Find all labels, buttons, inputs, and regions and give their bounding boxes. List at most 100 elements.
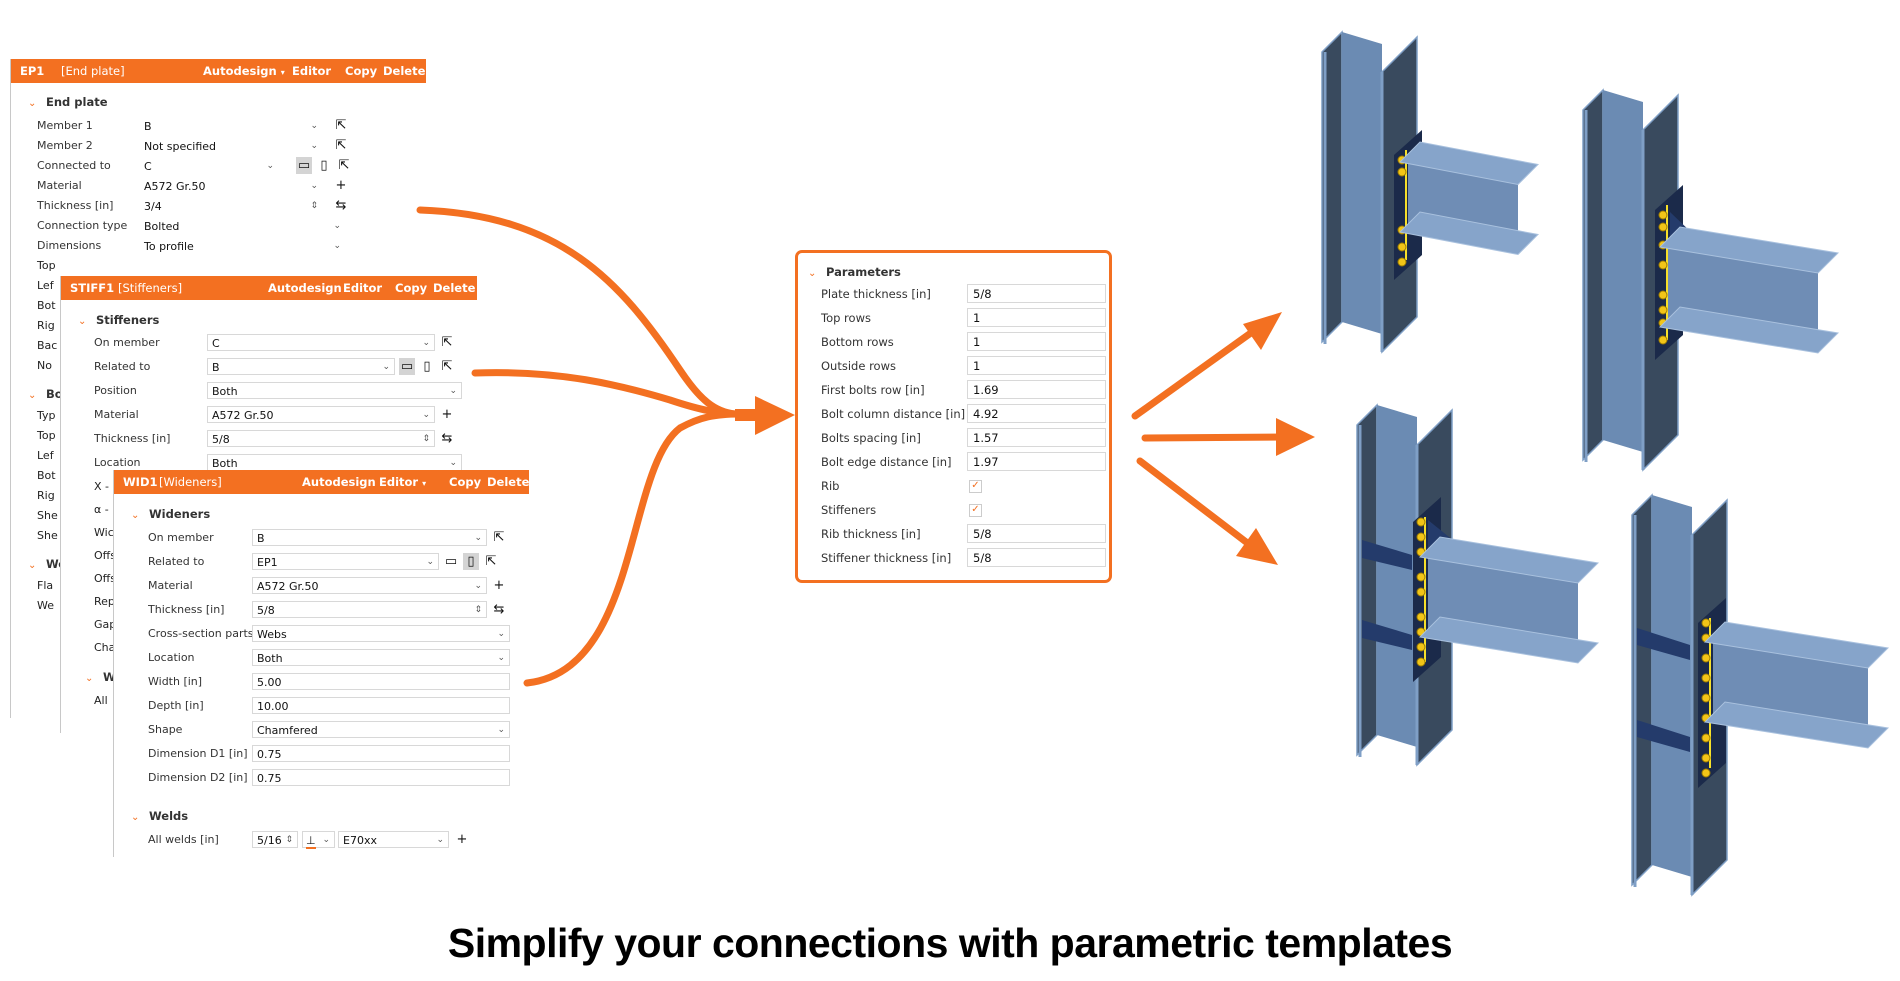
stiff1-editor-button[interactable]: Editor <box>343 281 383 295</box>
bolt-icon <box>1658 335 1668 345</box>
ep1-member-1-field[interactable]: B⌄ <box>139 117 323 134</box>
param-input-rib-thickness[interactable]: 5/8 <box>967 524 1106 543</box>
param-input-bolts-spacing[interactable]: 1.57 <box>967 428 1106 447</box>
bolt-icon <box>1701 733 1711 743</box>
ep1-type: [End plate] <box>61 64 125 78</box>
ep1-dimensions-field[interactable]: To profile⌄ <box>139 237 346 254</box>
add-material-icon[interactable]: + <box>493 578 505 593</box>
add-material-icon[interactable]: + <box>335 178 347 193</box>
column-shape-icon[interactable]: ▯ <box>320 158 328 173</box>
stiff1-on-member-field[interactable]: C⌄ <box>207 334 435 351</box>
wid1-dimension-d2-field[interactable]: 0.75 <box>252 769 510 786</box>
column-shape-icon[interactable]: ▯ <box>463 553 479 570</box>
weld-material-dropdown[interactable]: E70xx⌄ <box>338 831 449 848</box>
stiff1-section-stiffeners[interactable]: ⌄Stiffeners <box>78 309 159 331</box>
stiff1-material-field[interactable]: A572 Gr.50⌄ <box>207 406 435 423</box>
wid1-editor-button[interactable]: Editor ▾ <box>379 475 427 489</box>
wid1-row-depth: Depth [in]10.00 <box>114 695 529 717</box>
wid1-width-field[interactable]: 5.00 <box>252 673 510 690</box>
param-input-plate-thickness[interactable]: 5/8 <box>967 284 1106 303</box>
wid1-thickness-field[interactable]: 5/8⇕ <box>252 601 487 618</box>
ep1-connected-to-field[interactable]: C⌄ <box>139 157 279 174</box>
wid1-material-field[interactable]: A572 Gr.50⌄ <box>252 577 487 594</box>
stiff1-autodesign-button[interactable]: Autodesign <box>268 281 342 295</box>
arrow-to-top-left <box>1131 326 1259 420</box>
param-input-outside-rows[interactable]: 1 <box>967 356 1106 375</box>
pick-member-icon[interactable]: ⇱ <box>338 158 350 173</box>
pick-member-icon[interactable]: ⇱ <box>335 118 347 133</box>
beam-shape-icon[interactable]: ▭ <box>296 157 312 174</box>
column-shape-icon[interactable]: ▯ <box>423 359 431 374</box>
ep1-hidden-label: Bac <box>37 339 58 352</box>
chevron-down-icon: ⌄ <box>28 390 37 401</box>
param-input-bottom-rows[interactable]: 1 <box>967 332 1106 351</box>
wid1-shape-field[interactable]: Chamfered⌄ <box>252 721 510 738</box>
ep1-copy-button[interactable]: Copy <box>345 64 378 78</box>
wid1-copy-button[interactable]: Copy <box>449 475 482 489</box>
wid1-dimension-d1-field[interactable]: 0.75 <box>252 745 510 762</box>
beam-shape-icon[interactable]: ▭ <box>399 358 415 375</box>
wid1-on-member-field[interactable]: B⌄ <box>252 529 487 546</box>
ep1-member-2-field[interactable]: Not specified⌄ <box>139 137 323 154</box>
param-input-bolt-column-distance[interactable]: 4.92 <box>967 404 1106 423</box>
chevron-down-icon: ⌄ <box>28 560 37 571</box>
swap-direction-icon[interactable]: ⇆ <box>335 198 347 213</box>
chevron-down-icon: ⌄ <box>310 121 318 131</box>
stiff1-thickness-field[interactable]: 5/8⇕ <box>207 430 435 447</box>
stiff1-related-to-field[interactable]: B⌄ <box>207 358 395 375</box>
ep1-autodesign-button[interactable]: Autodesign ▾ <box>203 64 285 78</box>
pick-member-icon[interactable]: ⇱ <box>441 359 453 374</box>
field-label: Thickness [in] <box>37 199 114 212</box>
param-checkbox-stiffeners[interactable]: ✓ <box>969 504 982 517</box>
ep1-section-bolts[interactable]: ⌄Bo <box>28 383 63 405</box>
weld-type-dropdown[interactable]: ⊥⌄ <box>302 831 335 849</box>
swap-direction-icon[interactable]: ⇆ <box>493 602 505 617</box>
beam-shape-icon[interactable]: ▭ <box>444 554 458 569</box>
wid1-depth-field[interactable]: 10.00 <box>252 697 510 714</box>
pick-member-icon[interactable]: ⇱ <box>485 554 497 569</box>
wid1-location-field[interactable]: Both⌄ <box>252 649 510 666</box>
param-checkbox-rib[interactable]: ✓ <box>969 480 982 493</box>
stiff1-delete-button[interactable]: Delete <box>433 281 476 295</box>
stiff1-copy-button[interactable]: Copy <box>395 281 428 295</box>
param-label-bolt-column-distance: Bolt column distance [in] <box>821 407 966 421</box>
bolt-icon <box>1701 768 1711 778</box>
parameters-section[interactable]: ⌄Parameters <box>808 261 901 283</box>
ep1-thickness-field[interactable]: 3/4⇕ <box>139 197 323 214</box>
ep1-delete-button[interactable]: Delete <box>383 64 426 78</box>
param-input-top-rows[interactable]: 1 <box>967 308 1106 327</box>
pick-member-icon[interactable]: ⇱ <box>493 530 505 545</box>
swap-direction-icon[interactable]: ⇆ <box>441 431 453 446</box>
wid1-related-to-field[interactable]: EP1⌄ <box>252 553 439 570</box>
pick-member-icon[interactable]: ⇱ <box>335 138 347 153</box>
stiff1-position-field[interactable]: Both⌄ <box>207 382 462 399</box>
ep1-material-field[interactable]: A572 Gr.50⌄ <box>139 177 323 194</box>
wid1-section-welds[interactable]: ⌄Welds <box>131 805 188 827</box>
wid1-cross-section-parts-field[interactable]: Webs⌄ <box>252 625 510 642</box>
wid1-delete-button[interactable]: Delete <box>487 475 530 489</box>
joint-1-column <box>1321 30 1418 354</box>
ep1-hidden-label: She <box>37 509 58 522</box>
chevron-down-icon: ⌄ <box>808 268 817 279</box>
param-input-stiffener-thickness[interactable]: 5/8 <box>967 548 1106 567</box>
joint-4-beam <box>1703 621 1890 749</box>
ep1-section-end-plate[interactable]: ⌄End plate <box>28 91 108 113</box>
chevron-down-icon: ⌄ <box>131 510 140 521</box>
add-material-icon[interactable]: + <box>441 407 453 422</box>
chevron-down-icon: ⌄ <box>85 673 94 684</box>
param-input-first-bolts-row[interactable]: 1.69 <box>967 380 1106 399</box>
pick-member-icon[interactable]: ⇱ <box>441 335 453 350</box>
field-label: Member 1 <box>37 119 93 132</box>
chevron-down-icon: ⌄ <box>497 725 505 735</box>
wid1-autodesign-button[interactable]: Autodesign <box>302 475 376 489</box>
param-input-bolt-edge-distance[interactable]: 1.97 <box>967 452 1106 471</box>
wid1-section-wideners[interactable]: ⌄Wideners <box>131 503 210 525</box>
ep1-connection-type-field[interactable]: Bolted⌄ <box>139 217 346 234</box>
field-label: Dimension D2 [in] <box>148 771 248 784</box>
add-material-icon[interactable]: + <box>456 832 468 847</box>
weld-size-spinner[interactable]: 5/16⇕ <box>252 831 298 848</box>
ep1-editor-button[interactable]: Editor <box>292 64 332 78</box>
